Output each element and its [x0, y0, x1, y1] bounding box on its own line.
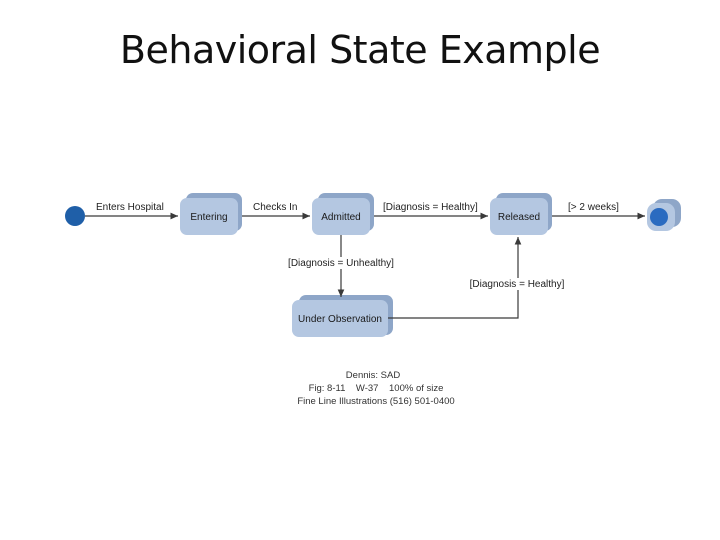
transition-enters-hospital-label: Enters Hospital	[96, 202, 164, 213]
state-entering: Entering	[180, 193, 242, 235]
transition-after-two-weeks-label: [> 2 weeks]	[568, 202, 619, 213]
transition-observation-to-released	[388, 237, 522, 319]
state-under-observation-label: Under Observation	[298, 314, 382, 325]
slide-title: Behavioral State Example	[119, 28, 601, 72]
state-released-label: Released	[498, 212, 540, 223]
credit-line-3: Fine Line Illustrations (516) 501-0400	[297, 396, 454, 407]
credit-line-1: Dennis: SAD	[346, 370, 401, 381]
state-admitted-label: Admitted	[321, 212, 360, 223]
state-admitted: Admitted	[312, 193, 374, 235]
transition-healthy-top-label: [Diagnosis = Healthy]	[383, 202, 478, 213]
transition-healthy-bottom-label: [Diagnosis = Healthy]	[470, 279, 565, 290]
initial-node	[65, 206, 85, 226]
state-under-observation: Under Observation	[292, 295, 393, 337]
state-entering-label: Entering	[190, 212, 227, 223]
transition-checks-in-label: Checks In	[253, 202, 297, 213]
state-released: Released	[490, 193, 552, 235]
final-node	[647, 199, 681, 231]
credit-line-2: Fig: 8-11 W-37 100% of size	[309, 383, 444, 394]
transition-unhealthy-label: [Diagnosis = Unhealthy]	[288, 258, 394, 269]
